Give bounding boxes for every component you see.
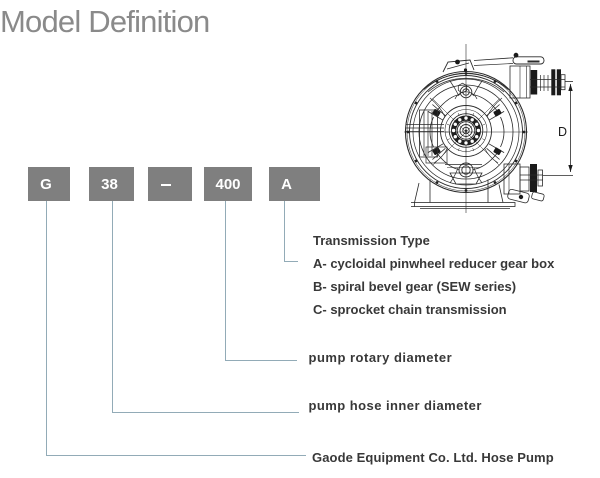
svg-text:D: D	[558, 125, 567, 139]
